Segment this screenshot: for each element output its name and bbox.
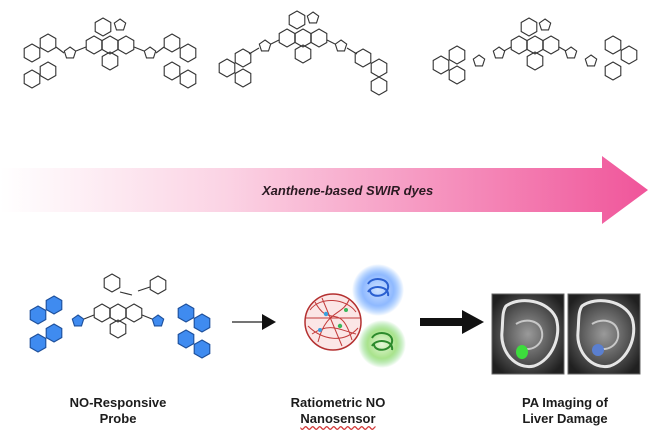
imaging-label: PA Imaging of Liver Damage <box>500 395 630 427</box>
swir-dyes-label: Xanthene-based SWIR dyes <box>262 183 434 198</box>
nanosensor-label-line1: Ratiometric NO <box>290 395 386 410</box>
nanosensor-graphic <box>304 264 406 368</box>
probe-label-line1: NO-Responsive <box>69 395 167 410</box>
molecule-2 <box>218 10 388 96</box>
thick-arrow <box>420 310 484 334</box>
nanosensor-label-line2: Nanosensor <box>300 411 376 426</box>
swir-dyes-arrow <box>0 156 648 224</box>
molecule-3 <box>432 17 638 85</box>
probe-label: NO-Responsive Probe <box>58 395 178 427</box>
thin-arrow <box>232 314 276 330</box>
imaging-label-line1: PA Imaging of <box>522 395 608 410</box>
nanosensor-label: Ratiometric NO Nanosensor <box>278 395 398 427</box>
molecule-1 <box>23 17 197 89</box>
liver-image-after <box>567 293 641 375</box>
probe-label-line2: Probe <box>99 411 137 426</box>
imaging-label-line2: Liver Damage <box>522 411 608 426</box>
liver-image-before <box>491 293 565 375</box>
no-responsive-probe-molecule <box>29 273 211 359</box>
